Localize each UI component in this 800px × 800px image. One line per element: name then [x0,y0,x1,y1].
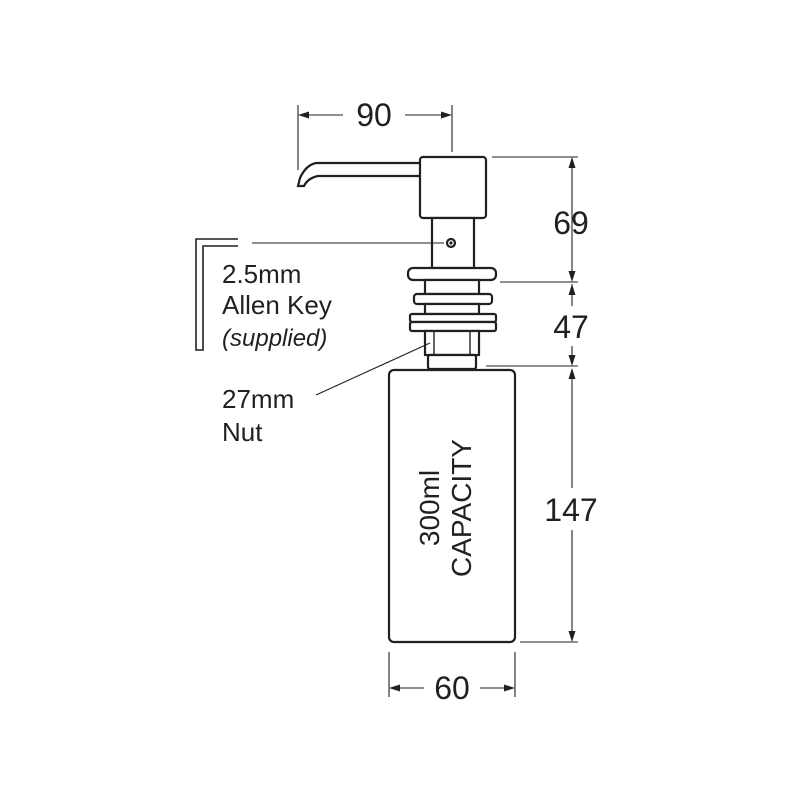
washer-1 [412,292,494,306]
dimension-pump-head-height: 69 [492,156,589,283]
allen-key-callout: 2.5mm Allen Key (supplied) [195,238,444,352]
dimension-90-value: 90 [356,97,392,133]
dimension-60-value: 60 [434,670,470,706]
allen-key-icon [195,238,238,351]
washer-3 [408,320,498,333]
allen-key-size: 2.5mm [222,259,301,289]
capacity-word: CAPACITY [446,439,477,577]
dimension-bottle-width: 60 [388,652,516,706]
dimension-spout-reach: 90 [297,97,453,170]
flange-neck [423,278,481,296]
pump-head [296,155,488,270]
allen-key-note: (supplied) [222,325,327,352]
nut-size: 27mm [222,384,294,414]
flange-assembly [406,266,498,371]
capacity-amount: 300ml [414,470,445,546]
dimension-body-height: 47 [486,284,594,367]
dimension-69-value: 69 [553,205,589,241]
dimension-147-value: 147 [544,492,597,528]
grub-screw-socket [449,241,453,245]
bottle [387,368,517,644]
capacity-label: 300ml CAPACITY [414,439,477,577]
spout [296,161,424,188]
bottle-neck [426,353,478,371]
nut-27mm [423,329,481,357]
dimension-47-value: 47 [553,309,589,345]
nut-callout: 27mm Nut [222,342,431,447]
nut-leader [315,342,431,396]
thread-1 [423,302,481,316]
allen-key-name: Allen Key [222,290,332,320]
flange-top [406,266,498,282]
nut-name: Nut [222,417,263,447]
dimension-bottle-height: 147 [520,368,602,643]
washer-2 [408,312,498,324]
pump-cap [418,155,488,220]
